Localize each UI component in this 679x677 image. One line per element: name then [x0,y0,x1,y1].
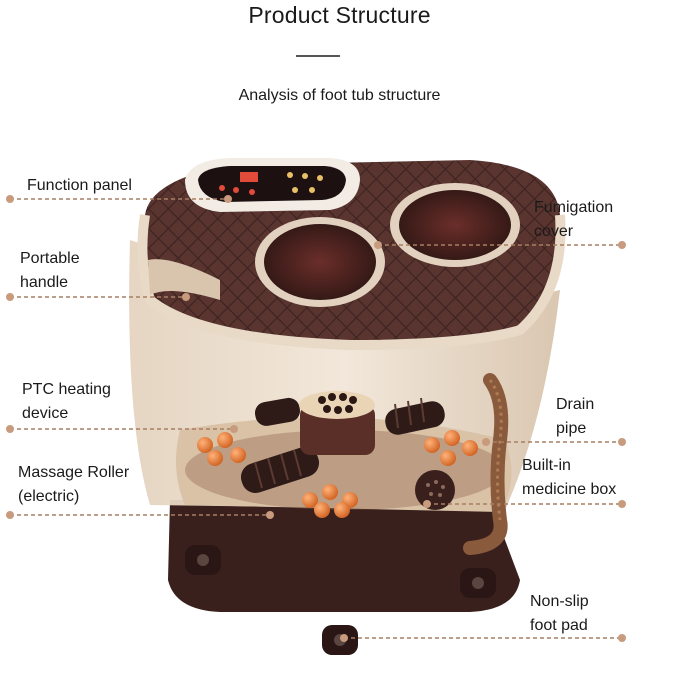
title-divider [296,55,340,57]
label-fumigation-cover: Fumigation cover [534,199,614,240]
label-function-panel: Function panel [27,177,132,194]
page-subtitle: Analysis of foot tub structure [238,87,441,104]
label-medicine-box: Built-in medicine box [522,457,617,498]
handle-art [148,259,220,300]
label-massage-roller: Massage Roller (electric) [18,464,130,505]
nub-pads [197,430,478,518]
ptc-drum [300,405,375,455]
leader-lines [10,198,622,639]
label-drain-pipe: Drain pipe [556,396,595,437]
tub-base [168,500,520,612]
page-title: Product Structure [248,2,431,28]
label-portable-handle: Portable handle [20,250,80,291]
leader-dots [6,195,626,642]
label-ptc-heating-device: PTC heating device [22,381,111,422]
label-foot-pad: Non-slip foot pad [530,593,589,634]
